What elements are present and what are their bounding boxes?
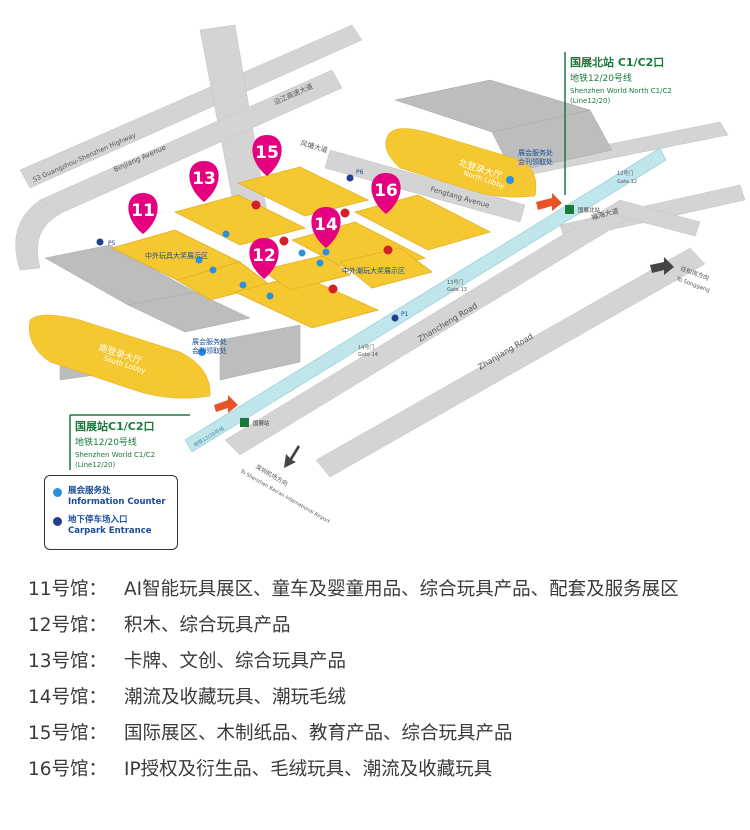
svg-text:会刊领取处: 会刊领取处 [518,157,553,166]
award-area-14: 中外潮玩大奖展示区 [342,266,405,275]
map-legend: 展会服务处 Information Counter 地下停车场入口 Carpar… [44,475,178,550]
pin-11: 11 [128,193,158,234]
station-north-callout: 国展北站 C1/C2口 地铁12/20号线 Shenzhen World Nor… [564,52,672,195]
svg-text:风塘大道: 风塘大道 [299,138,328,154]
svg-text:展会服务处: 展会服务处 [518,148,553,157]
svg-text:国展站C1/C2口: 国展站C1/C2口 [75,419,154,433]
pin-12: 12 [249,238,279,279]
station-south-callout: 国展站C1/C2口 地铁12/20号线 Shenzhen World C1/C2… [69,414,190,470]
svg-text:Gate 12: Gate 12 [617,179,637,185]
svg-text:Shenzhen World North C1/C2: Shenzhen World North C1/C2 [570,87,672,95]
svg-text:国展北站 C1/C2口: 国展北站 C1/C2口 [570,55,664,69]
svg-text:(Line12/20): (Line12/20) [75,461,115,469]
svg-text:地铁12/20号线: 地铁12/20号线 [570,72,632,84]
hall-12-block-2 [261,254,351,291]
connectors [251,200,393,294]
svg-text:展会服务处: 展会服务处 [192,337,227,346]
carpark-entrances [96,174,399,322]
hall-pins: 11 13 15 14 16 12 [128,135,401,279]
svg-text:Gate 14: Gate 14 [358,352,378,358]
svg-text:(Line12/20): (Line12/20) [570,97,610,105]
hall-row-16: 16号馆： IP授权及衍生品、毛绒玩具、潮流及收藏玩具 [28,759,493,780]
arrows [214,193,674,468]
hall-13-block [173,194,307,246]
svg-text:16: 16 [374,181,398,201]
svg-text:11: 11 [131,201,155,221]
road-network [15,24,746,478]
pin-15: 15 [252,135,282,176]
svg-text:13号门: 13号门 [447,279,463,286]
hall-row-11: 11号馆： AI智能玩具展区、童车及婴童用品、综合玩具产品、配套及服务展区 [28,579,679,600]
svg-text:12: 12 [252,246,276,266]
south-lobby: 南登录大厅 South Lobby [28,314,211,399]
buildings [44,79,613,381]
info-counters [195,176,514,356]
hall-row-13: 13号馆： 卡牌、文创、综合玩具产品 [28,651,347,672]
hall-row-15: 15号馆： 国际展区、木制纸品、教育产品、综合玩具产品 [28,723,513,744]
hall-15-block [236,166,370,217]
svg-text:To Shenzhen Bao'an Internation: To Shenzhen Bao'an International Airport [238,468,331,525]
venue-map: 地铁12/20号线 北登录大厅 North Lobby 南登录大厅 South … [15,24,746,525]
svg-text:12号门: 12号门 [617,170,633,177]
hall-16-block-2 [339,247,433,289]
svg-text:P1: P1 [401,311,409,318]
legend-carpark: 地下停车场入口 Carpark Entrance [53,515,152,537]
svg-text:国展站: 国展站 [253,419,270,427]
station-south-exit: 国展站 [240,418,270,427]
svg-text:15: 15 [255,143,279,163]
carpark-icon [53,517,62,526]
legend-info: 展会服务处 Information Counter [53,486,166,508]
svg-text:13: 13 [192,169,216,189]
svg-text:14: 14 [314,215,338,235]
hall-list: 11号馆： AI智能玩具展区、童车及婴童用品、综合玩具产品、配套及服务展区 12… [28,576,728,792]
award-area-11: 中外玩具大奖展示区 [145,251,208,260]
hall-row-12: 12号馆： 积木、综合玩具产品 [28,615,291,636]
north-lobby: 北登录大厅 North Lobby [385,128,537,198]
svg-text:14号门: 14号门 [358,344,374,351]
svg-text:会刊领取处: 会刊领取处 [192,346,227,355]
svg-text:P6: P6 [356,169,364,176]
pin-16: 16 [371,173,401,214]
svg-text:P5: P5 [108,240,116,247]
svg-text:Shenzhen World C1/C2: Shenzhen World C1/C2 [75,451,155,459]
svg-text:地铁12/20号线: 地铁12/20号线 [75,436,137,448]
hall-row-14: 14号馆： 潮流及收藏玩具、潮玩毛绒 [28,687,347,708]
info-counter-icon [53,488,62,497]
station-north-exit: 国展北站 [565,205,601,214]
pin-13: 13 [189,161,219,202]
svg-text:Gate 13: Gate 13 [447,287,467,293]
svg-text:国展北站: 国展北站 [578,206,601,214]
pin-14: 14 [311,207,341,248]
